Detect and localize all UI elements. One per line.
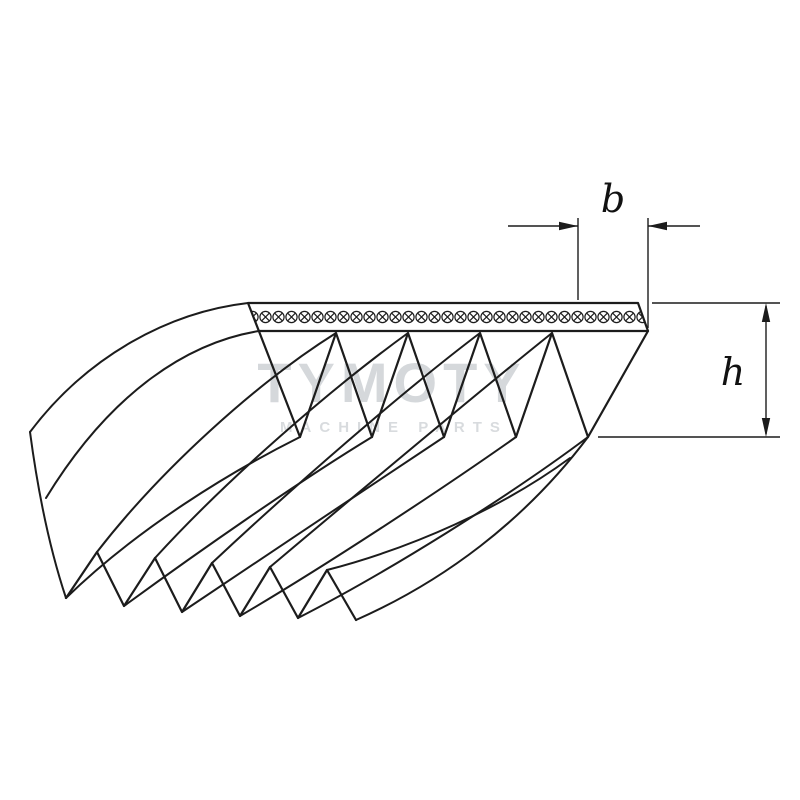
belt-near-bottom-edge	[355, 436, 589, 621]
rib-curve	[65, 436, 301, 599]
rib-curve	[96, 332, 337, 553]
belt-top-hatch-band	[248, 303, 648, 331]
rib-curve	[154, 332, 409, 559]
watermark: TYMOTY MACHINE PARTS	[257, 351, 526, 436]
dimension-h: h	[598, 302, 780, 438]
rib-curve	[123, 436, 373, 607]
dimension-label-h: h	[721, 350, 745, 394]
rib-curve	[269, 332, 553, 568]
dim-b-arrowhead-left	[559, 221, 578, 231]
dim-h-arrowhead-top	[761, 303, 771, 322]
dimension-label-b: b	[601, 177, 625, 221]
belt-curved-side	[29, 302, 589, 622]
rib-curve	[239, 436, 517, 617]
rib-curve	[297, 436, 589, 619]
dimension-b: b	[508, 177, 700, 328]
watermark-subtitle: MACHINE PARTS	[280, 419, 508, 436]
dim-b-arrowhead-right	[648, 221, 667, 231]
belt-outer-top-curve	[29, 302, 249, 433]
belt-inner-top-curve	[45, 330, 260, 499]
rib-curve	[181, 436, 445, 613]
dim-h-arrowhead-bottom	[761, 418, 771, 437]
rib-curve	[326, 457, 571, 571]
watermark-title: TYMOTY	[257, 351, 526, 414]
rib-curve	[211, 332, 481, 564]
belt-left-end-edge	[29, 431, 67, 599]
belt-cut-end-zigzag	[64, 550, 358, 622]
